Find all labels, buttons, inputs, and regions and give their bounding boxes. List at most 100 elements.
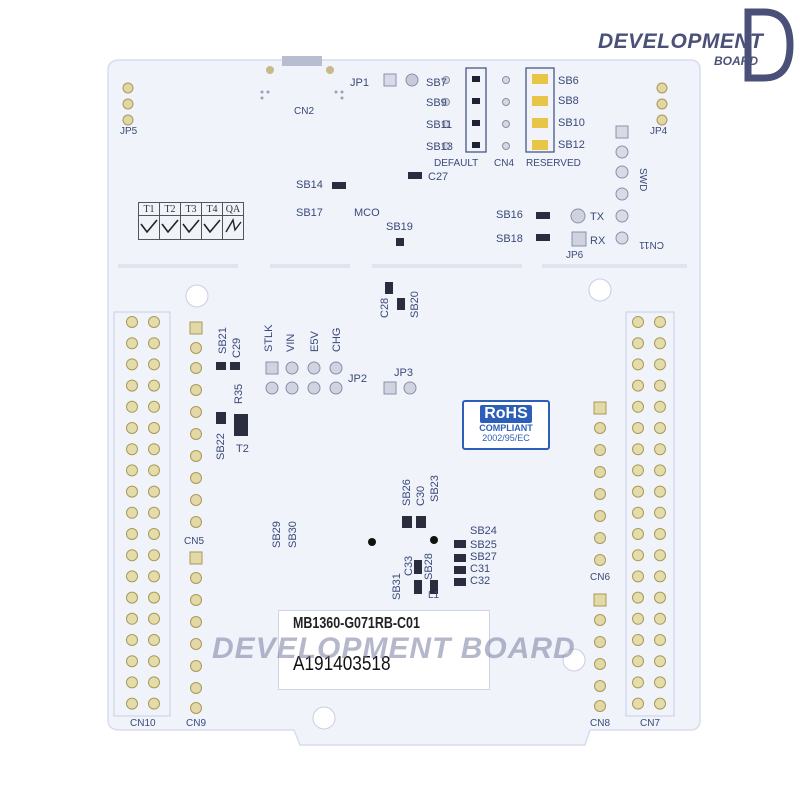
label-cn5: CN5 [184,536,204,547]
label-sb28: SB28 [423,553,435,580]
header-pin [632,443,644,456]
header-pin [148,549,160,562]
part-label: MB1360-G071RB-C01 A191403518 [278,610,490,690]
header-pin [148,612,160,625]
label-jp3: JP3 [394,367,413,379]
label-sb23: SB23 [429,475,441,502]
label-cn11: CN11 [639,239,664,250]
header-pin [126,400,138,413]
rohs-directive: 2002/95/EC [482,433,530,443]
label-cn7: CN7 [640,718,660,729]
label-sb17: SB17 [296,207,323,219]
header-pin [654,591,666,604]
header-pin [632,570,644,583]
label-vin: VIN [285,334,297,352]
header-pin [148,316,160,328]
label-cn9: CN9 [186,718,206,729]
header-pin [632,358,644,371]
label-c33: C33 [403,556,415,576]
label-sb14: SB14 [296,179,323,191]
header-pin [654,528,666,540]
header-pin [654,316,666,328]
header-pin [148,697,160,710]
label-sb8: SB8 [558,95,579,107]
label-c28: C28 [379,298,391,318]
label-t2: T2 [236,443,249,455]
header-pin [632,655,644,668]
header-pin [632,316,644,328]
header-pin [148,379,160,392]
label-jp4: JP4 [650,126,668,137]
header-pin [126,570,138,583]
label-swd: SWD [637,168,648,191]
header-pin [654,655,666,668]
qa-header-t4: T4 [201,202,223,216]
header-pin [126,464,138,477]
header-pin [654,634,666,646]
label-c27: C27 [428,171,448,183]
label-cn2: CN2 [294,106,314,117]
header-pin [654,443,666,456]
header-pin [632,612,644,625]
header-pin [148,634,160,646]
header-pin [126,506,138,519]
label-r35: R35 [233,384,245,404]
label-sb12: SB12 [558,139,585,151]
part-number: MB1360-G071RB-C01 [293,615,420,632]
header-pin [654,358,666,371]
logo-d-shape [744,8,794,82]
label-default: DEFAULT [434,158,478,169]
header-pin [632,676,644,689]
label-c31: C31 [470,563,490,575]
label-sb16: SB16 [496,209,523,221]
label-sb29: SB29 [271,521,283,548]
label-rx: RX [590,235,606,247]
header-pin [148,570,160,583]
header-pin [126,591,138,604]
qa-header-t1: T1 [138,202,160,216]
header-pin [148,506,160,519]
qa-header-t2: T2 [159,202,181,216]
header-pin [126,612,138,625]
brand-logo: DEVELOPMENT BOARD [598,8,794,82]
label-sb9: SB9 [426,97,447,109]
header-pin [148,485,160,498]
label-mco: MCO [354,207,380,219]
label-c30: C30 [415,486,427,506]
header-pin [148,655,160,668]
header-pin [126,676,138,689]
header-pin [148,358,160,371]
label-c32: C32 [470,575,490,587]
label-cn4: CN4 [494,158,514,169]
header-pin [654,549,666,562]
header-pin [632,591,644,604]
header-pin [148,400,160,413]
label-sb31: SB31 [391,573,403,600]
qa-check-mark [159,215,181,240]
header-pin [126,358,138,371]
header-pin [126,655,138,668]
label-stlk: STLK [263,324,275,352]
header-pin [632,464,644,477]
header-pin [126,634,138,646]
label-sb18: SB18 [496,233,523,245]
rohs-compliant: COMPLIANT [479,423,533,433]
label-sb10: SB10 [558,117,585,129]
header-pin [148,464,160,477]
header-pin [632,400,644,413]
qa-check-mark [138,215,160,240]
label-reserved: RESERVED [526,158,581,169]
header-pin [654,464,666,477]
qa-header-t3: T3 [180,202,202,216]
header-pin [632,379,644,392]
label-tx: TX [590,211,605,223]
rohs-title: RoHS [480,405,532,423]
header-pin [632,549,644,562]
header-pin [148,591,160,604]
header-pin [632,422,644,434]
label-sb13: SB13 [426,141,453,153]
header-pin [148,676,160,689]
label-sb22: SB22 [215,433,227,460]
